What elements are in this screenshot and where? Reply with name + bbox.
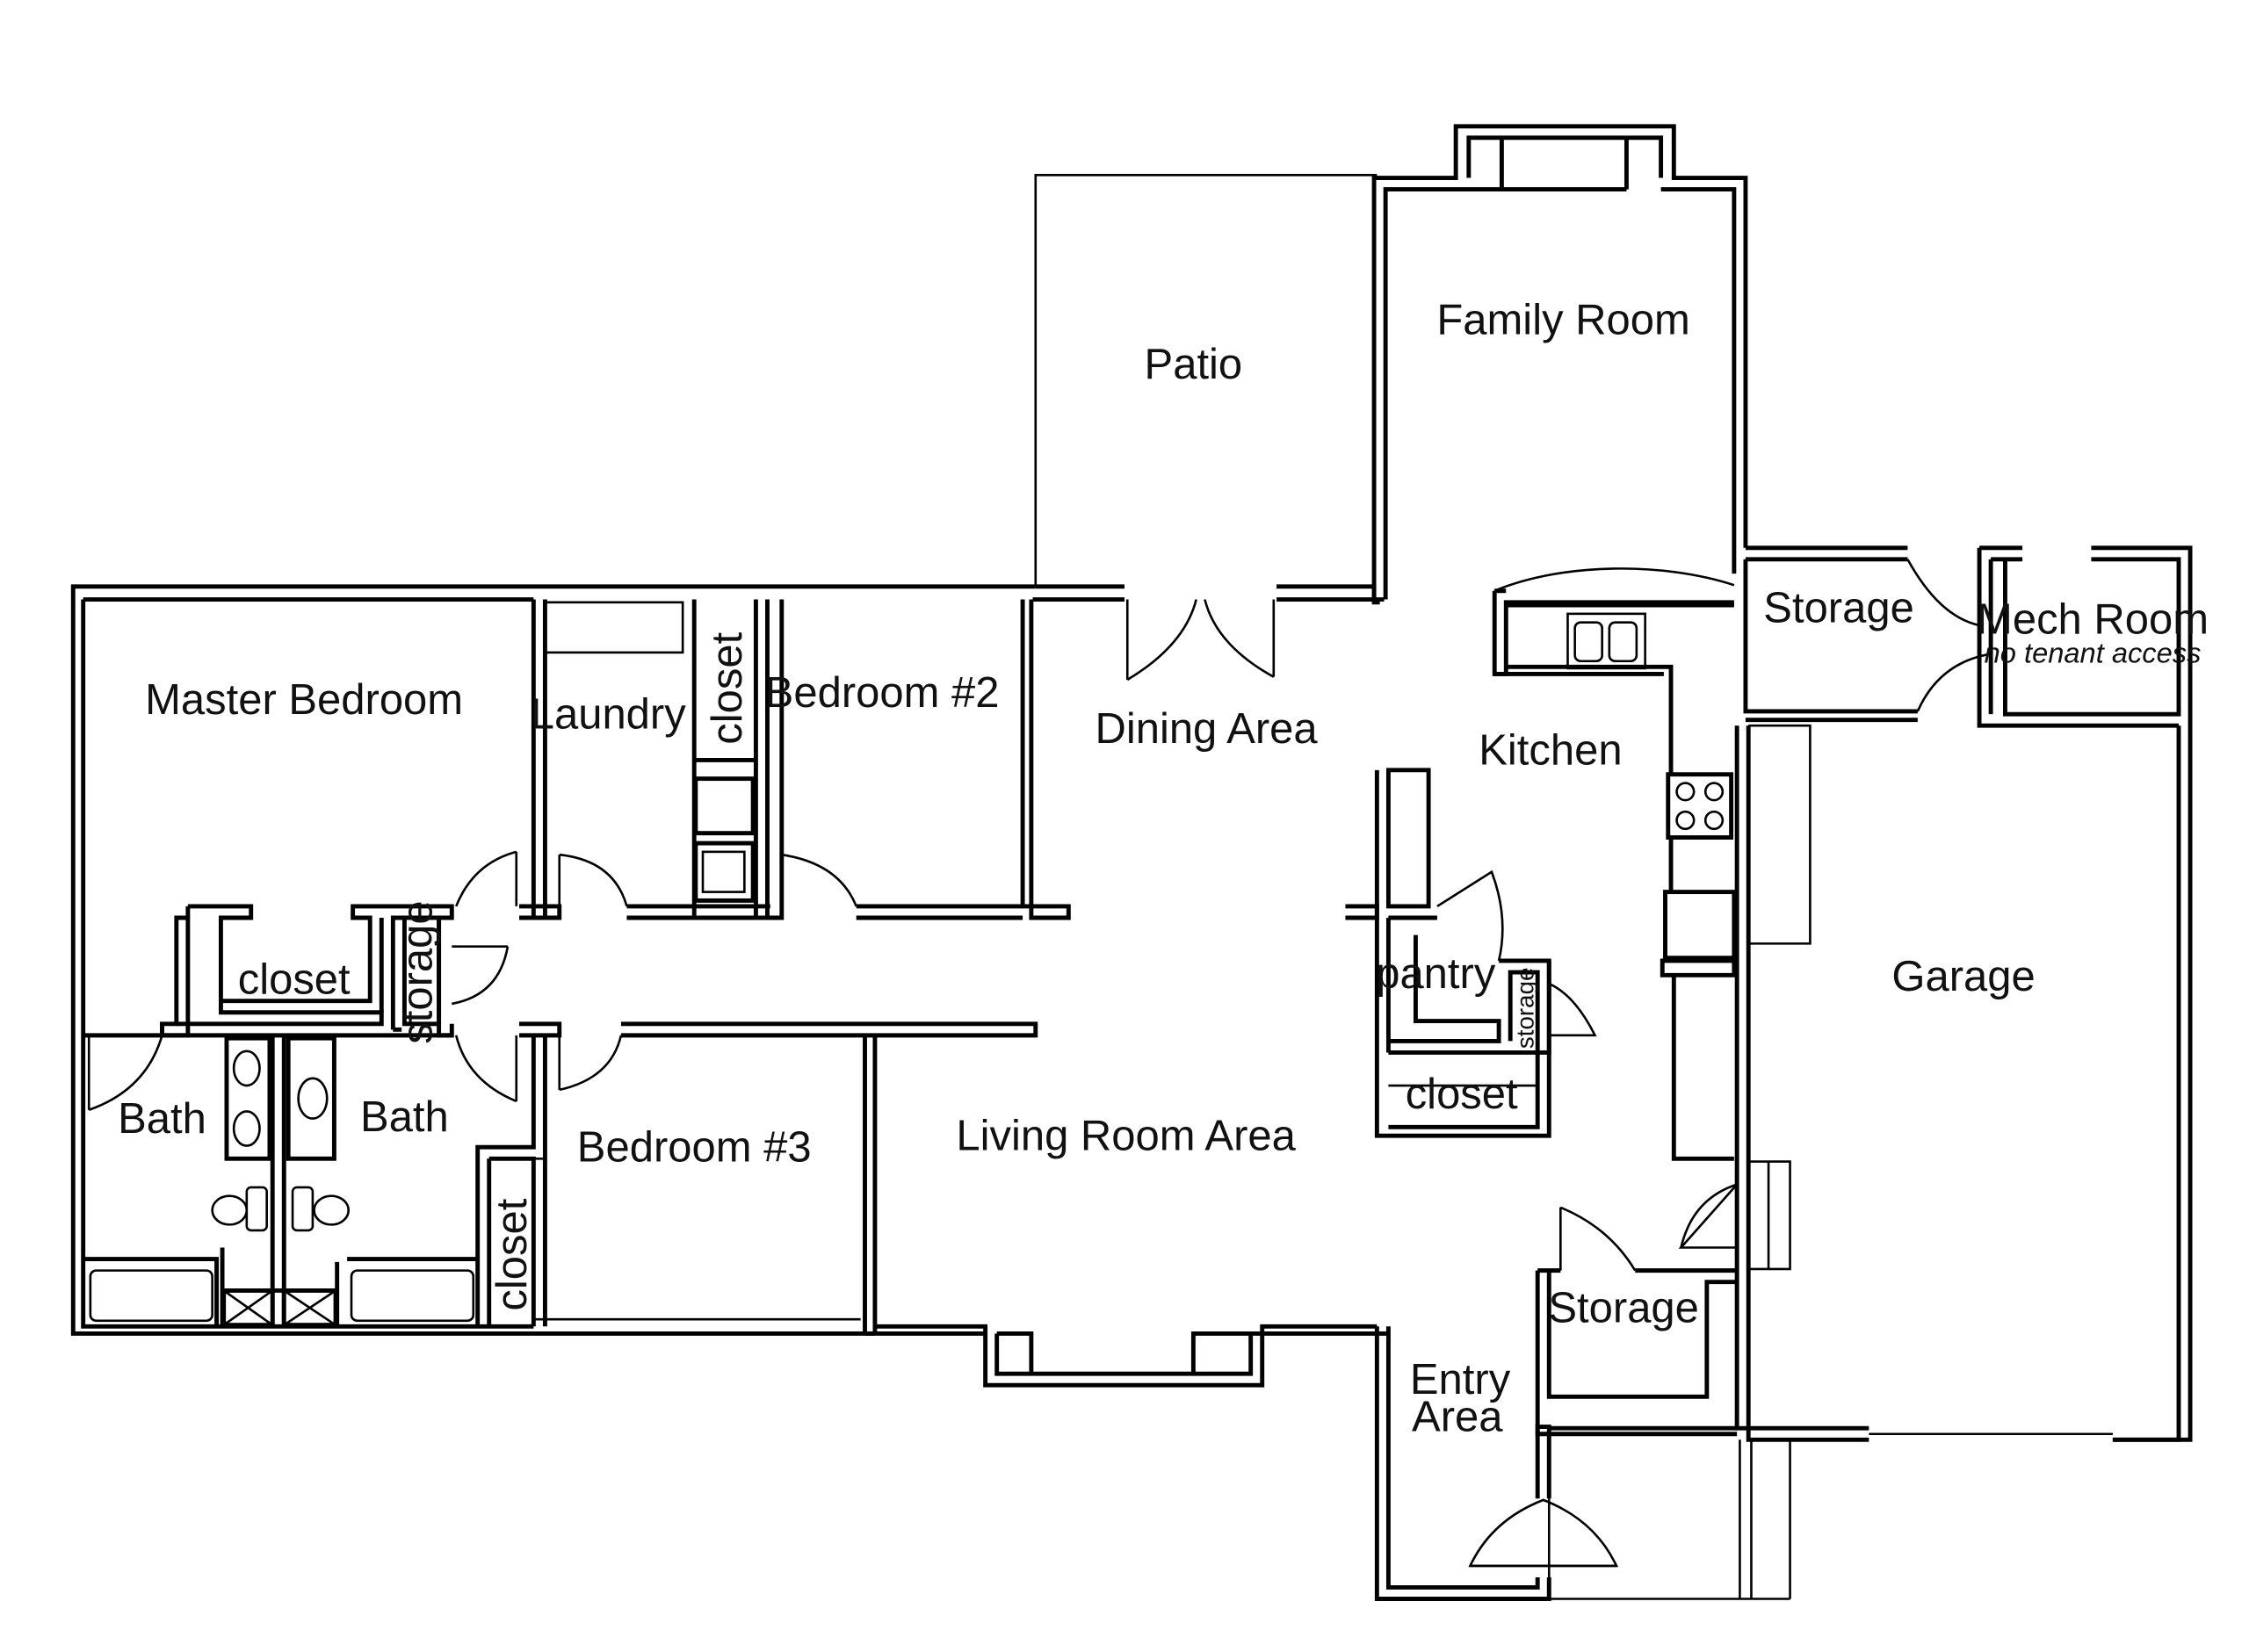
- label-bedroom-2: Bedroom #2: [765, 669, 1000, 717]
- label-laundry: Laundry: [531, 690, 686, 738]
- label-patio: Patio: [1145, 341, 1243, 388]
- label-storage-top: Storage: [1763, 585, 1914, 632]
- label-kitchen: Kitchen: [1479, 726, 1622, 774]
- label-storage-pantry: storage: [1511, 968, 1538, 1050]
- label-mech-room: Mech Room: [1977, 596, 2209, 644]
- label-closet-master: closet: [238, 956, 351, 1004]
- label-storage-hall: storage: [394, 900, 441, 1043]
- label-pantry: pantry: [1376, 950, 1496, 998]
- label-closet-kitchen: closet: [1406, 1071, 1518, 1118]
- label-mech-note: no tenant access: [1985, 636, 2202, 668]
- label-living-room-area: Living Room Area: [956, 1112, 1296, 1159]
- interior-walls: [83, 567, 1811, 1437]
- label-bath-left: Bath: [118, 1095, 206, 1143]
- label-dining-area: Dining Area: [1095, 705, 1318, 753]
- exterior-walls: [70, 124, 2193, 1601]
- label-bedroom-3: Bedroom #3: [577, 1124, 812, 1172]
- label-closet-bedroom3: closet: [488, 1198, 536, 1310]
- label-closet-laundry: closet: [704, 631, 751, 744]
- label-entry-line2: Area: [1412, 1393, 1503, 1440]
- door-swings: [87, 559, 1992, 1568]
- room-labels: Patio Family Room Storage Mech Room no t…: [118, 297, 2209, 1441]
- label-bath-right: Bath: [360, 1093, 449, 1141]
- label-garage: Garage: [1891, 953, 2035, 1000]
- label-family-room: Family Room: [1436, 297, 1689, 344]
- label-master-bedroom: Master Bedroom: [145, 676, 463, 724]
- label-entry-line1: Entry: [1410, 1356, 1511, 1403]
- label-storage-entry: Storage: [1548, 1284, 1699, 1331]
